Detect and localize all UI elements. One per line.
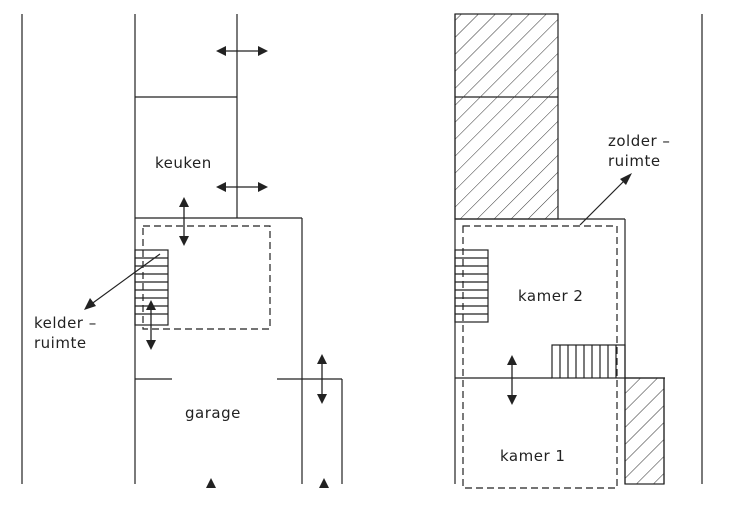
label-kelder-line1: kelder –: [34, 314, 97, 332]
label-kamer-1: kamer 1: [500, 447, 565, 465]
double-arrow-vertical-keuken-kelder: [179, 197, 189, 246]
arrow-up-garage-bottom-right: [319, 478, 329, 488]
label-zolder-line2: ruimte: [608, 152, 661, 170]
label-kelder-line2: ruimte: [34, 334, 87, 352]
left-plan-walls: [21, 14, 343, 484]
double-arrow-vertical-kelder-stair: [146, 300, 156, 350]
arrow-up-garage-bottom: [206, 478, 216, 488]
hatched-block-top: [454, 13, 559, 220]
hatched-block-bottom: [624, 377, 665, 485]
double-arrow-vertical-garage-right: [317, 354, 327, 404]
double-arrow-horizontal-keuken: [216, 182, 268, 192]
label-keuken: keuken: [155, 154, 212, 172]
kelder-outline-dashed: [142, 225, 271, 330]
zolder-outline-dashed: [462, 225, 618, 489]
kelder-leader-line: [89, 253, 161, 306]
label-kamer-2: kamer 2: [518, 287, 583, 305]
double-arrow-vertical-kamer: [507, 355, 517, 405]
double-arrow-horizontal-top: [216, 46, 268, 56]
label-garage: garage: [185, 404, 241, 422]
right-stair-middle: [551, 344, 626, 379]
zolder-leader-arrowhead: [620, 173, 632, 185]
right-stair-left: [454, 249, 489, 323]
zolder-leader-line: [579, 179, 626, 226]
kelder-leader-arrowhead: [84, 298, 96, 310]
label-zolder-line1: zolder –: [608, 132, 670, 150]
